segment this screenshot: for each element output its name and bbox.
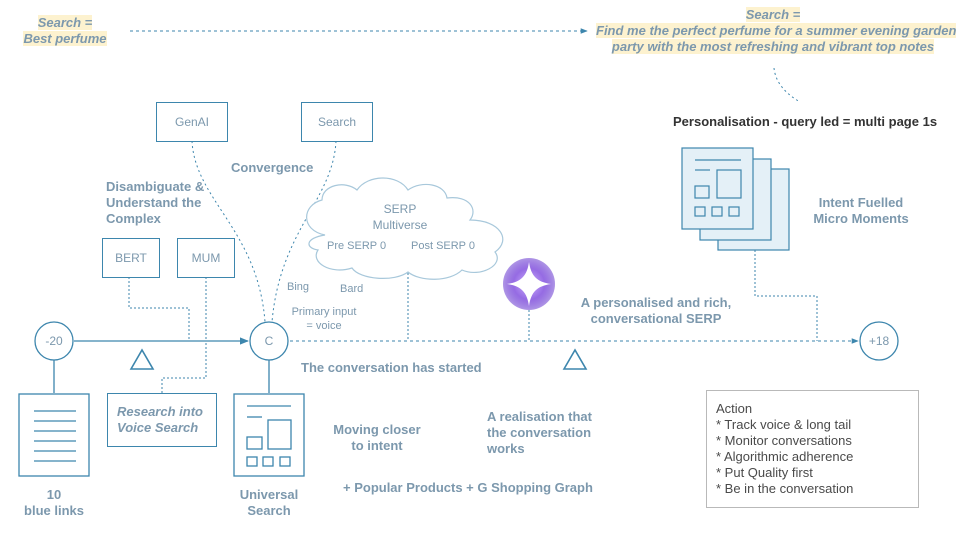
conversation-started-label: The conversation has started (301, 360, 482, 375)
triangle-marker-left (129, 348, 155, 370)
mum-box: MUM (177, 238, 235, 278)
ten-blue-links-label: 10 blue links (24, 487, 84, 518)
node-center-label: C (264, 334, 274, 348)
node-end-label: +18 (868, 334, 890, 348)
action-box: Action * Track voice & long tail * Monit… (706, 390, 919, 508)
intent-fuelled-label: Intent Fuelled Micro Moments (813, 195, 909, 226)
action-item: * Put Quality first (716, 465, 813, 480)
serp-multiverse-label: SERP Multiverse (372, 202, 428, 232)
pre-serp-label: Pre SERP 0 (327, 240, 387, 252)
popular-products-label: + Popular Products + G Shopping Graph (343, 480, 593, 495)
bard-label: Bard (340, 283, 364, 295)
ten-blue-links-document-icon (18, 393, 90, 477)
query-dotted-connector (773, 67, 801, 103)
node-end-circle (859, 321, 899, 361)
universal-search-label: Universal Search (239, 487, 299, 518)
stacked-pages-icon (681, 147, 790, 251)
top-right-query: Search = Find me the perfect perfume for… (596, 7, 957, 54)
genai-box: GenAI (156, 102, 228, 142)
node-start-label: -20 (45, 334, 63, 348)
action-item: * Monitor conversations (716, 433, 852, 448)
primary-input-label: Primary input = voice (291, 306, 357, 332)
serp-cloud (306, 177, 504, 280)
personalised-serp-label: A personalised and rich, conversational … (580, 295, 732, 326)
search-box: Search (301, 102, 373, 142)
realisation-label: A realisation that the conversation work… (487, 409, 592, 456)
convergence-label: Convergence (231, 160, 314, 175)
bert-box: BERT (102, 238, 160, 278)
moving-closer-label: Moving closer to intent (333, 422, 421, 453)
gem-sparkle (507, 262, 551, 306)
bing-label: Bing (287, 281, 310, 293)
disambiguate-label: Disambiguate & Understand the Complex (106, 179, 205, 226)
top-left-query: Search = Best perfume (23, 15, 107, 46)
research-voice-box: Research into Voice Search (107, 393, 217, 447)
triangle-marker-right (562, 348, 588, 370)
post-serp-label: Post SERP 0 (411, 240, 475, 252)
action-title: Action (716, 401, 753, 416)
action-item: * Algorithmic adherence (716, 449, 854, 464)
search-convergence-curve (271, 140, 337, 323)
action-item: * Be in the conversation (716, 481, 854, 496)
action-item: * Track voice & long tail (716, 417, 852, 432)
genai-convergence-curve (191, 140, 266, 323)
universal-search-document-icon (233, 393, 305, 477)
personalisation-title: Personalisation - query led = multi page… (673, 114, 938, 129)
